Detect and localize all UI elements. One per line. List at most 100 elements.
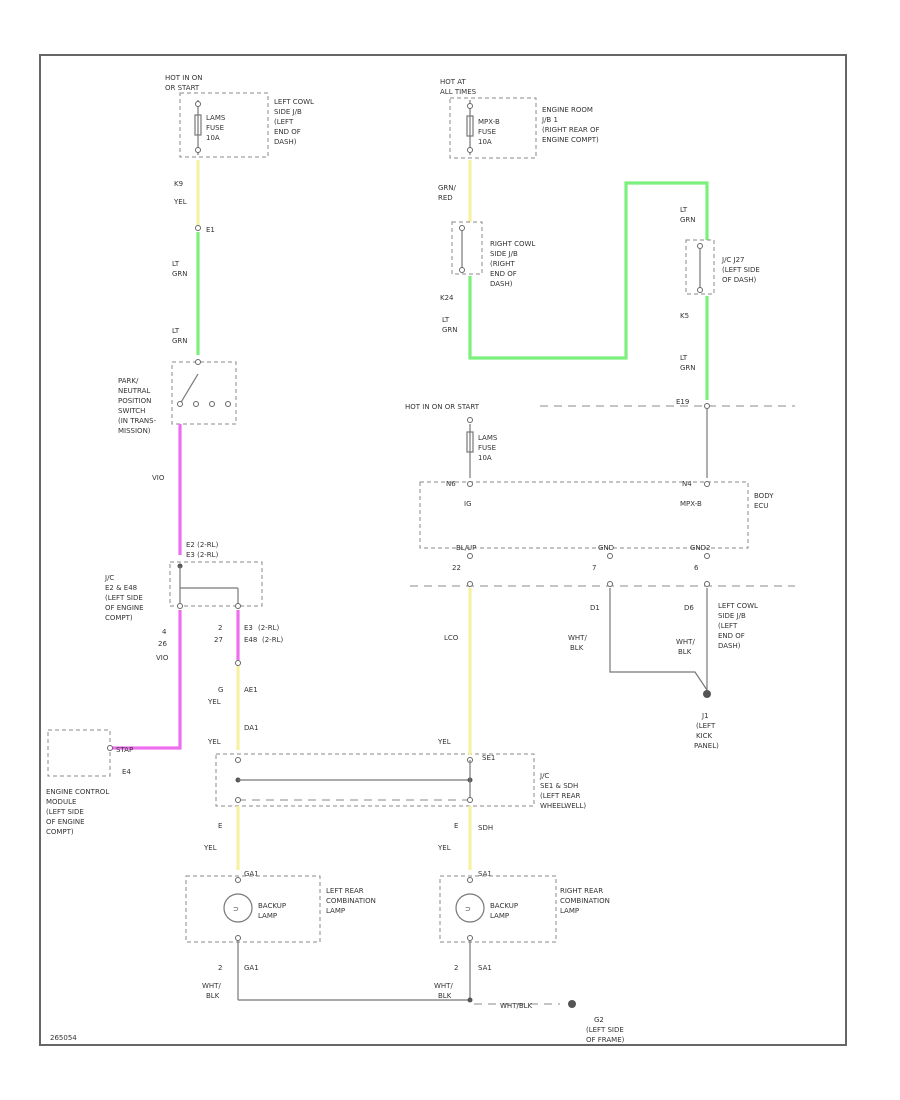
pin-2-left-bl: 2 (218, 964, 222, 972)
erjb-label-1: ENGINE ROOM (542, 106, 593, 114)
wire-wht-blk-ground (609, 588, 708, 691)
fuse-label-2: FUSE (206, 124, 224, 132)
pin-k24: K24 (440, 294, 454, 302)
engine-control-module-box (47, 729, 111, 777)
fuse-r-label-1: MPX-B (478, 118, 500, 126)
ecu-gnd-pin-1: GND (598, 544, 614, 552)
hot-run-label: HOT IN ON OR START (405, 403, 480, 411)
rcj-label-3: (RIGHT (490, 260, 515, 268)
wire-yel-1-label: YEL (173, 198, 187, 206)
fuse-c-label-1: LAMS (478, 434, 498, 442)
fuse-r-label-3: 10A (478, 138, 492, 146)
lcj-label-5: DASH) (718, 642, 741, 650)
pin-22: 22 (452, 564, 461, 572)
pin-2-right-bl: 2 (454, 964, 458, 972)
right-rear-comb-label-3: LAMP (560, 907, 579, 915)
e3-label-2: (2-RL) (258, 624, 279, 632)
engine-room-jb-box (449, 97, 537, 159)
jb-left-label-3: (LEFT (274, 118, 294, 126)
pin-sa1b: SA1 (478, 964, 492, 972)
pin-e-right: E (454, 822, 458, 830)
wire-wb-c2-a: WHT/ (676, 638, 695, 646)
ecm-label-4: OF ENGINE (46, 818, 85, 826)
pin-d6: D6 (684, 604, 694, 612)
pin-sa1: SA1 (478, 870, 492, 878)
wire-ltgrn-1-label-a: LT (172, 260, 180, 268)
pin-2: 2 (218, 624, 222, 632)
g2-label-2: (LEFT SIDE (586, 1026, 624, 1034)
wire-wb-left-a: WHT/ (202, 982, 221, 990)
wire-ltgrn-4-label-a: LT (680, 206, 688, 214)
lams-fuse-symbol (194, 114, 202, 136)
pnp-label-2: NEUTRAL (118, 387, 150, 395)
wire-wb-c1-a: WHT/ (568, 634, 587, 642)
pin-k5: K5 (680, 312, 689, 320)
jc-se1-sdh-box (215, 753, 535, 807)
jc1-label-4: OF ENGINE (105, 604, 144, 612)
wire-ltgrn-2-label-a: LT (172, 327, 180, 335)
backup-lamp-left-label-2: LAMP (258, 912, 277, 920)
jb-left-label-5: DASH) (274, 138, 297, 146)
jc2-label-1: J/C J27 (721, 256, 745, 264)
hot-at-label-2: ALL TIMES (440, 88, 477, 96)
fuse-label-1: LAMS (206, 114, 226, 122)
wire-wb-c2-b: BLK (678, 648, 692, 656)
fuse-r-label-2: FUSE (478, 128, 496, 136)
left-cowl-jb-box (179, 92, 269, 158)
pnp-label-5: (IN TRANS- (118, 417, 157, 425)
ground-j1-label-4: PANEL) (694, 742, 719, 750)
wire-ltgrn-5-label-b: GRN (680, 364, 696, 372)
pnp-label-1: PARK/ (118, 377, 139, 385)
jb-left-label-4: END OF (274, 128, 301, 136)
pin-g-left: G (218, 686, 223, 694)
lcj-label-4: END OF (718, 632, 745, 640)
right-backup-lamp-bulb (455, 893, 485, 923)
pin-n4: N4 (682, 480, 692, 488)
jc1-label-3: (LEFT SIDE (105, 594, 143, 602)
rcj-label-1: RIGHT COWL (490, 240, 535, 248)
wire-vio-2 (112, 610, 182, 750)
pin-e-left: E (218, 822, 222, 830)
diagram-frame (39, 54, 847, 1046)
right-rear-comb-label-1: RIGHT REAR (560, 887, 603, 895)
jc-e2-label-1: E2 (2-RL) (186, 541, 219, 549)
lcj-label-1: LEFT COWL (718, 602, 758, 610)
lcj-label-2: SIDE J/B (718, 612, 746, 620)
pin-7: 7 (592, 564, 596, 572)
fuse-c-label-3: 10A (478, 454, 492, 462)
jc3-label-4: WHEELWELL) (540, 802, 586, 810)
wire-ltgrn-3-label-a: LT (442, 316, 450, 324)
ground-j1-label-1: J1 (701, 712, 709, 720)
left-rear-comb-label-1: LEFT REAR (326, 887, 364, 895)
jc-j27-box (685, 239, 715, 295)
wire-wb-bottom-label: WHT/BLK (500, 1002, 533, 1010)
ecm-label-2: MODULE (46, 798, 76, 806)
wire-ltgrn-2-label-b: GRN (172, 337, 188, 345)
e3-label-3: E48 (244, 636, 257, 644)
pin-e19: E19 (676, 398, 689, 406)
ecm-terminal: E4 (122, 768, 131, 776)
right-cowl-jb-box (451, 221, 483, 275)
left-rear-comb-label-3: LAMP (326, 907, 345, 915)
wire-yel-4-label: YEL (203, 844, 217, 852)
right-rear-comb-label-2: COMBINATION (560, 897, 610, 905)
pin-ae1: AE1 (244, 686, 258, 694)
e3-label-1: E3 (244, 624, 253, 632)
ground-j1-point (703, 690, 711, 698)
jc1-label-1: J/C (104, 574, 114, 582)
pnp-label-4: SWITCH (118, 407, 145, 415)
park-neutral-switch-box (171, 361, 237, 425)
pin-26: 26 (158, 640, 167, 648)
backup-lamp-right-label-1: BACKUP (490, 902, 518, 910)
jc3-label-3: (LEFT REAR (540, 792, 581, 800)
backup-lamp-left-label-1: BACKUP (258, 902, 286, 910)
backup-lamp-right-label-2: LAMP (490, 912, 509, 920)
pin-se1: SE1 (482, 754, 495, 762)
wire-wb-right-b: BLK (438, 992, 452, 1000)
wire-ltgrn-3-label-b: GRN (442, 326, 458, 334)
center-lams-fuse-symbol (466, 431, 474, 453)
jc3-label-2: SE1 & SDH (540, 782, 578, 790)
wire-yel-3-label: YEL (207, 738, 221, 746)
fuse-top-terminal (195, 101, 201, 107)
left-backup-lamp-bulb (223, 893, 253, 923)
